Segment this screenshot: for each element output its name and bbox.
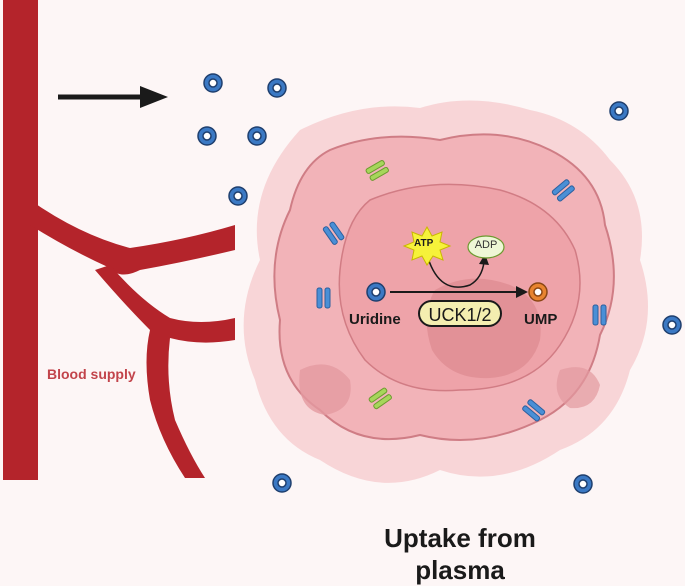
adp-bubble [467,235,505,259]
atp-adp-arrow [427,254,489,288]
transporter-green-top [365,160,389,181]
uridine-molecule [609,101,629,121]
uridine-molecule-intracellular [366,282,386,302]
atp-label: ATP [414,238,434,249]
uridine-molecule [247,126,267,146]
uridine-molecule [203,73,223,93]
title: Uptake from plasma [345,522,575,586]
uridine-molecules [197,73,682,494]
adp-label: ADP [474,239,498,251]
uridine-molecule [573,474,593,494]
transporter-blue-top-right [551,179,575,202]
title-line-1: Uptake from [384,523,536,553]
uridine-molecule [662,315,682,335]
transporter-blue-left-upper [322,221,345,245]
uridine-molecule [272,473,292,493]
uridine-molecule [228,186,248,206]
blood-supply-label: Blood supply [47,366,136,382]
flow-arrow [58,86,168,108]
transporter-blue-left [316,287,331,309]
title-line-2: plasma [415,555,505,585]
ump-label: UMP [524,311,558,328]
enzyme-label: UCK1/2 [418,300,502,327]
reaction-arrow [390,286,528,298]
uridine-molecule [267,78,287,98]
atp-burst [402,225,452,266]
uridine-label: Uridine [349,311,401,328]
uridine-molecule [197,126,217,146]
transporter-blue-bottom [522,399,546,422]
blood-vessel [3,0,235,480]
transporter-green-bottom [368,387,392,410]
ump-molecule [528,282,548,302]
transporter-blue-right [592,304,607,326]
